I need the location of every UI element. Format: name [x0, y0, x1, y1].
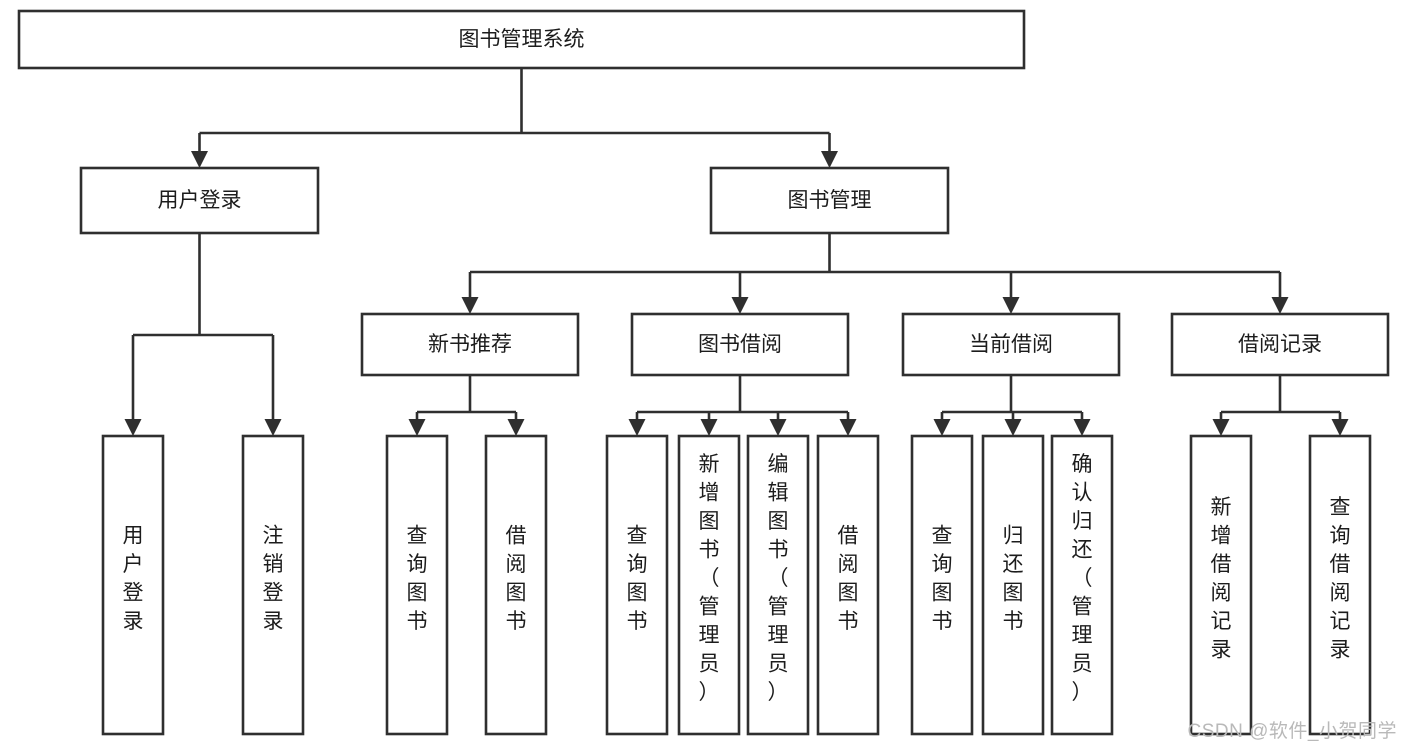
- node-leaf-user-logout-label: 注销登录: [263, 524, 284, 633]
- node-leaf-borrow-borrow-box[interactable]: [816, 434, 880, 736]
- node-current-borrow-box[interactable]: [901, 312, 1121, 377]
- book-manage-arrow-3: [1271, 297, 1289, 314]
- node-leaf-user-login-box[interactable]: [101, 434, 165, 736]
- book-borrow-children-arrow-1: [700, 419, 718, 436]
- node-book-manage-box[interactable]: [709, 166, 950, 235]
- borrow-record-children-arrow-0: [1212, 419, 1230, 436]
- node-book-manage[interactable]: 图书管理: [709, 166, 950, 235]
- node-leaf-rec-borrow-box[interactable]: [484, 434, 548, 736]
- node-root-box[interactable]: [17, 9, 1026, 70]
- connector-layer: [124, 68, 1349, 436]
- node-user-login[interactable]: 用户登录: [79, 166, 320, 235]
- user-login-children-arrow-1: [264, 419, 282, 436]
- node-leaf-cur-query-label: 查询图书: [932, 524, 953, 633]
- node-new-book-rec[interactable]: 新书推荐: [360, 312, 580, 377]
- node-leaf-rec-borrow-label: 借阅图书: [506, 524, 527, 633]
- node-leaf-cur-return-label: 归还图书: [1003, 524, 1024, 633]
- node-leaf-rec-borrow[interactable]: 借阅图书: [484, 434, 548, 736]
- node-leaf-borrow-query-label: 查询图书: [627, 524, 648, 633]
- node-borrow-record[interactable]: 借阅记录: [1170, 312, 1390, 377]
- node-leaf-cur-query[interactable]: 查询图书: [910, 434, 974, 736]
- node-leaf-cur-confirm-box[interactable]: [1050, 434, 1114, 736]
- book-borrow-children-arrow-0: [628, 419, 646, 436]
- borrow-record-children-arrow-1: [1331, 419, 1349, 436]
- book-manage-arrow-1: [731, 297, 749, 314]
- node-new-book-rec-label: 新书推荐: [428, 333, 512, 356]
- user-login-children-arrow-0: [124, 419, 142, 436]
- node-leaf-rec-query[interactable]: 查询图书: [385, 434, 449, 736]
- node-root[interactable]: 图书管理系统: [17, 9, 1026, 70]
- node-leaf-rec-add[interactable]: 新增借阅记录: [1189, 434, 1253, 736]
- node-book-manage-label: 图书管理: [788, 189, 872, 212]
- node-leaf-rec-query-label: 查询图书: [407, 524, 428, 633]
- node-leaf-borrow-borrow[interactable]: 借阅图书: [816, 434, 880, 736]
- node-borrow-record-box[interactable]: [1170, 312, 1390, 377]
- node-leaf-rec-search[interactable]: 查询借阅记录: [1308, 434, 1372, 736]
- book-borrow-children-arrow-3: [839, 419, 857, 436]
- node-leaf-cur-return-box[interactable]: [981, 434, 1045, 736]
- node-leaf-borrow-edit-box[interactable]: [746, 434, 810, 736]
- node-user-login-box[interactable]: [79, 166, 320, 235]
- node-leaf-borrow-add-box[interactable]: [677, 434, 741, 736]
- book-manage-arrow-2: [1002, 297, 1020, 314]
- node-leaf-borrow-query-box[interactable]: [605, 434, 669, 736]
- node-leaf-borrow-query[interactable]: 查询图书: [605, 434, 669, 736]
- node-current-borrow[interactable]: 当前借阅: [901, 312, 1121, 377]
- node-book-borrow[interactable]: 图书借阅: [630, 312, 850, 377]
- node-leaf-cur-query-box[interactable]: [910, 434, 974, 736]
- node-leaf-borrow-add-label: 新增图书（管理员）: [699, 453, 720, 704]
- book-manage-arrow-0: [461, 297, 479, 314]
- node-leaf-rec-add-label: 新增借阅记录: [1211, 496, 1232, 662]
- current-borrow-children-arrow-0: [933, 419, 951, 436]
- node-leaf-borrow-borrow-label: 借阅图书: [838, 524, 859, 633]
- node-borrow-record-label: 借阅记录: [1238, 333, 1322, 356]
- node-leaf-user-logout[interactable]: 注销登录: [241, 434, 305, 736]
- node-leaf-borrow-edit-label: 编辑图书（管理员）: [768, 453, 789, 704]
- node-leaf-rec-search-box[interactable]: [1308, 434, 1372, 736]
- node-leaf-user-login-label: 用户登录: [123, 524, 144, 633]
- node-leaf-user-logout-box[interactable]: [241, 434, 305, 736]
- node-leaf-rec-add-box[interactable]: [1189, 434, 1253, 736]
- book-borrow-children-arrow-2: [769, 419, 787, 436]
- node-layer: 图书管理系统用户登录图书管理新书推荐图书借阅当前借阅借阅记录用户登录注销登录查询…: [17, 9, 1390, 736]
- new-book-rec-children-arrow-0: [408, 419, 426, 436]
- node-leaf-rec-query-box[interactable]: [385, 434, 449, 736]
- current-borrow-children-arrow-1: [1004, 419, 1022, 436]
- node-leaf-rec-search-label: 查询借阅记录: [1330, 496, 1351, 662]
- current-borrow-children-arrow-2: [1073, 419, 1091, 436]
- node-book-borrow-box[interactable]: [630, 312, 850, 377]
- node-leaf-cur-return[interactable]: 归还图书: [981, 434, 1045, 736]
- node-root-label: 图书管理系统: [459, 28, 585, 51]
- node-leaf-user-login[interactable]: 用户登录: [101, 434, 165, 736]
- node-leaf-borrow-add[interactable]: 新增图书（管理员）: [677, 434, 741, 736]
- root-arrow-1: [821, 151, 838, 168]
- node-new-book-rec-box[interactable]: [360, 312, 580, 377]
- new-book-rec-children-arrow-1: [507, 419, 525, 436]
- node-current-borrow-label: 当前借阅: [969, 333, 1053, 356]
- node-leaf-cur-confirm[interactable]: 确认归还（管理员）: [1050, 434, 1114, 736]
- node-leaf-borrow-edit[interactable]: 编辑图书（管理员）: [746, 434, 810, 736]
- root-arrow-0: [191, 151, 208, 168]
- node-user-login-label: 用户登录: [158, 189, 242, 212]
- node-leaf-cur-confirm-label: 确认归还（管理员）: [1072, 453, 1093, 704]
- node-book-borrow-label: 图书借阅: [698, 333, 782, 356]
